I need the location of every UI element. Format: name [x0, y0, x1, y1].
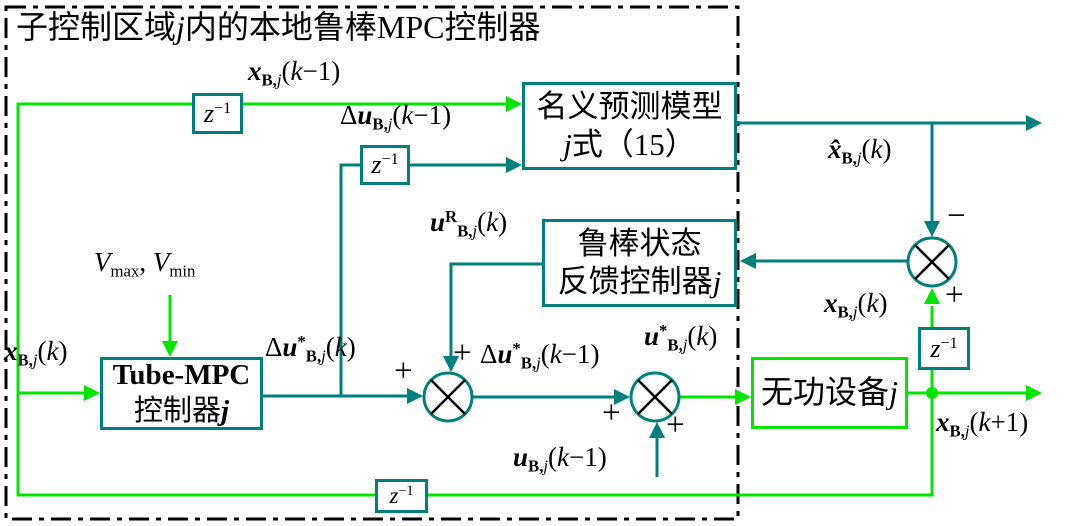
label-dustar-k: Δu*B,j(k) — [265, 332, 356, 366]
teal-arrowheads — [407, 115, 1042, 438]
delay-state-label: z−1 — [930, 333, 958, 363]
delay-block-state: z−1 — [918, 327, 970, 370]
u-sum-cross — [637, 379, 673, 415]
label-u-km1: uB,j(k−1) — [513, 442, 607, 476]
delay-block-feedback: z−1 — [375, 479, 428, 513]
label-du-km1: ΔuB,j(k−1) — [340, 100, 452, 134]
arrow-x-kp1-out — [1026, 385, 1042, 401]
delay-top-label: z−1 — [203, 98, 232, 128]
arrow-into-tube — [84, 385, 100, 401]
arrow-into-junction2-left — [407, 388, 423, 404]
uR-feedback-line — [449, 262, 542, 356]
nominal-prediction-model-block: 名义预测模型 j式（15） — [522, 82, 737, 170]
sign-plus-junction3-right: + — [666, 407, 685, 443]
branch-node-dot — [926, 387, 938, 399]
arrow-into-junction1-top — [924, 221, 940, 237]
label-dustar-km1: Δu*B,j(k−1) — [480, 339, 600, 373]
teal-signal-lines — [263, 121, 1026, 477]
robust-state-feedback-block: 鲁棒状态 反馈控制器j — [542, 219, 737, 307]
arrow-into-junction1-bottom — [924, 288, 940, 304]
tube-block-line1: Tube-MPC — [112, 359, 251, 392]
compare-junction-cross — [914, 244, 950, 280]
controller-boundary-box — [4, 5, 740, 521]
arrow-into-junction3-left — [614, 389, 630, 405]
delay-du-label: z−1 — [371, 150, 399, 179]
arrow-into-nominal-bottom — [506, 157, 522, 173]
label-x-k-right: xB,j(k) — [824, 288, 888, 322]
label-ustar-k: u*B,j(k) — [644, 321, 718, 355]
delta-u-sum-cross — [430, 379, 466, 415]
arrow-v-into-tube — [162, 341, 178, 357]
dustar-branch-to-delay-line — [339, 163, 360, 396]
sign-minus-junction1: − — [947, 198, 966, 234]
green-arrowheads — [84, 96, 1042, 405]
delay-block-du: z−1 — [360, 145, 410, 185]
delta-u-sum-junction — [422, 371, 474, 423]
reactive-power-device-block: 无功设备j — [751, 357, 908, 429]
delay-block-top: z−1 — [192, 93, 243, 134]
label-xhat-k: x̂B,j(k) — [828, 134, 892, 168]
sign-plus-junction2-top: + — [453, 335, 472, 371]
delay-feedback-label: z−1 — [389, 483, 414, 508]
arrow-into-nominal-top — [506, 96, 522, 112]
u-sum-junction — [629, 371, 681, 423]
label-v-limits: Vmax, Vmin — [94, 247, 196, 281]
label-x-km1: xB,j(k−1) — [248, 56, 341, 90]
sign-plus-junction1: + — [945, 277, 964, 313]
state-feedback-loop-line — [16, 102, 934, 497]
summing-junctions — [422, 236, 958, 423]
label-x-k-left: xB,j(k) — [4, 336, 68, 370]
nominal-block-line2: j式（15） — [563, 127, 696, 162]
tube-mpc-controller-block: Tube-MPC 控制器j — [100, 357, 263, 430]
sign-plus-junction2-left: + — [394, 353, 413, 389]
arrow-into-robust-right — [740, 253, 756, 269]
diagram-title: 子控制区域j内的本地鲁棒MPC控制器 — [16, 9, 541, 45]
label-uR-k: uRB,j(k) — [430, 207, 508, 241]
arrow-into-junction3-bottom — [649, 422, 665, 438]
device-block-label: 无功设备j — [761, 374, 898, 411]
compare-junction — [906, 236, 958, 288]
tube-block-line2: 控制器j — [133, 394, 230, 427]
arrow-xhat-out — [1026, 115, 1042, 131]
arrow-into-junction2-top — [443, 356, 459, 372]
label-x-kp1: xB,j(k+1) — [936, 407, 1029, 441]
nominal-block-line1: 名义预测模型 — [536, 89, 723, 125]
arrow-into-device — [735, 389, 751, 405]
robust-block-line2: 反馈控制器j — [557, 264, 722, 299]
robust-block-line1: 鲁棒状态 — [577, 226, 702, 262]
sign-plus-junction3-left: + — [602, 395, 621, 431]
